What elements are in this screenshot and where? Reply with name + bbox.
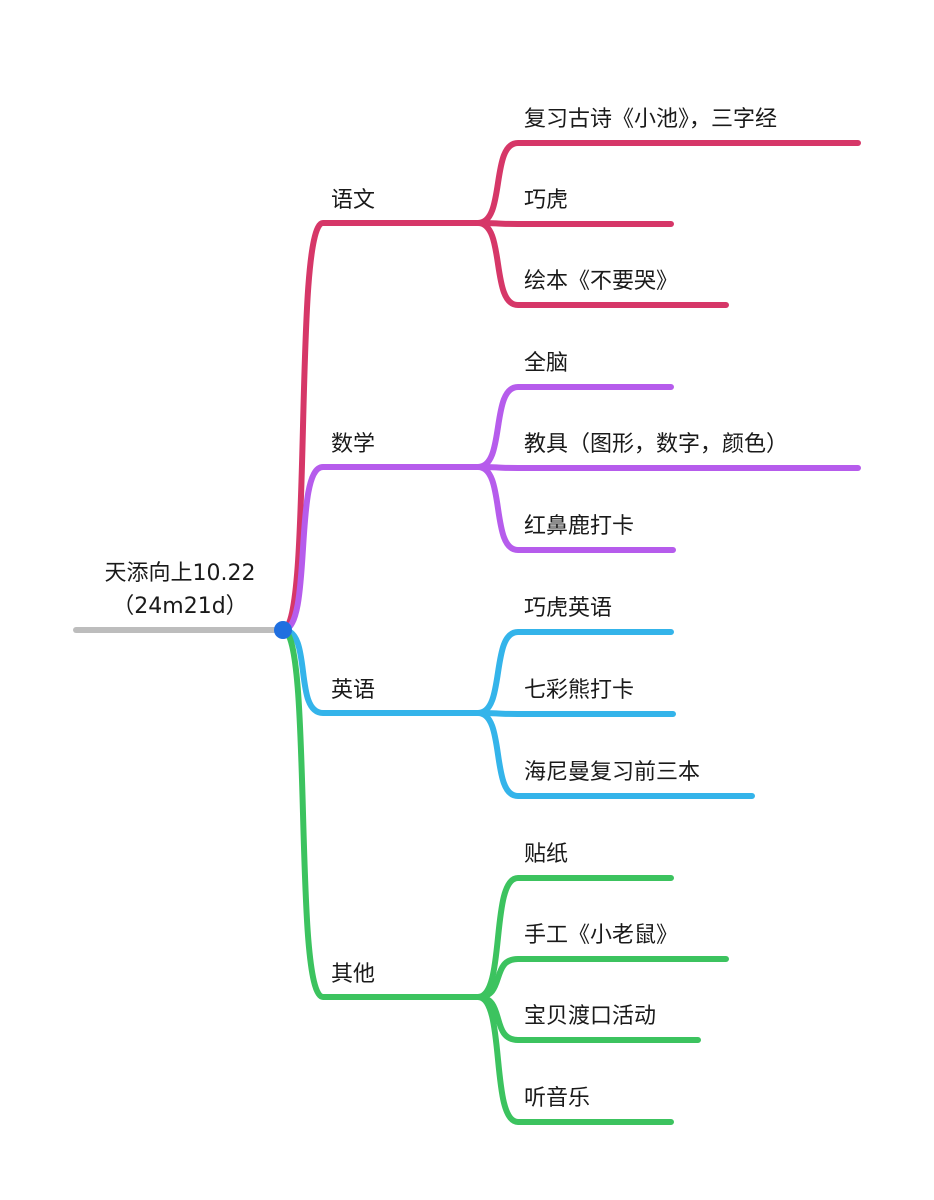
branch-connector-1: [280, 464, 481, 633]
leaf-connector: [475, 710, 676, 717]
leaf-topic[interactable]: 贴纸: [524, 842, 568, 867]
root-title-line1: 天添向上10.22: [105, 561, 256, 586]
leaf-topic[interactable]: 教具（图形，数字，颜色）: [524, 432, 788, 457]
leaf-topic[interactable]: 复习古诗《小池》，三字经: [524, 107, 777, 132]
root-node-dot[interactable]: [274, 621, 292, 639]
leaf-topic[interactable]: 七彩熊打卡: [524, 678, 634, 703]
leaf-connector: [475, 464, 861, 471]
branch-connector-0: [280, 220, 481, 633]
root-topic[interactable]: 天添向上10.22 （24m21d）: [73, 561, 286, 633]
leaf-connector: [475, 220, 674, 227]
leaf-connector: [475, 220, 729, 308]
leaf-connector: [475, 384, 674, 470]
connector-lines: [280, 140, 861, 1125]
branch-label[interactable]: 数学: [331, 432, 375, 457]
leaf-topic[interactable]: 红鼻鹿打卡: [524, 514, 634, 539]
leaf-connector: [475, 956, 729, 1000]
leaf-connector: [475, 140, 861, 226]
leaf-topic[interactable]: 海尼曼复习前三本: [524, 760, 700, 785]
leaf-topic[interactable]: 全脑: [524, 351, 568, 376]
branch-label[interactable]: 语文: [331, 188, 375, 213]
branch-label[interactable]: 其他: [331, 962, 375, 987]
leaf-connector: [475, 994, 674, 1125]
leaf-topic[interactable]: 绘本《不要哭》: [524, 269, 678, 294]
leaf-topic[interactable]: 手工《小老鼠》: [524, 923, 678, 948]
leaf-connector: [475, 464, 676, 553]
leaf-connector: [475, 629, 674, 716]
branch-connector-2: [280, 627, 481, 716]
leaf-topic[interactable]: 巧虎: [524, 188, 568, 213]
root-title-line2: （24m21d）: [112, 594, 247, 619]
leaf-topic[interactable]: 巧虎英语: [524, 596, 612, 621]
branch-connector-3: [280, 627, 481, 1000]
branch-label[interactable]: 英语: [331, 678, 375, 703]
leaf-topic[interactable]: 听音乐: [524, 1086, 590, 1111]
leaf-connector: [475, 710, 755, 799]
leaf-topic[interactable]: 宝贝渡口活动: [524, 1004, 656, 1029]
leaf-connector: [475, 875, 674, 1000]
